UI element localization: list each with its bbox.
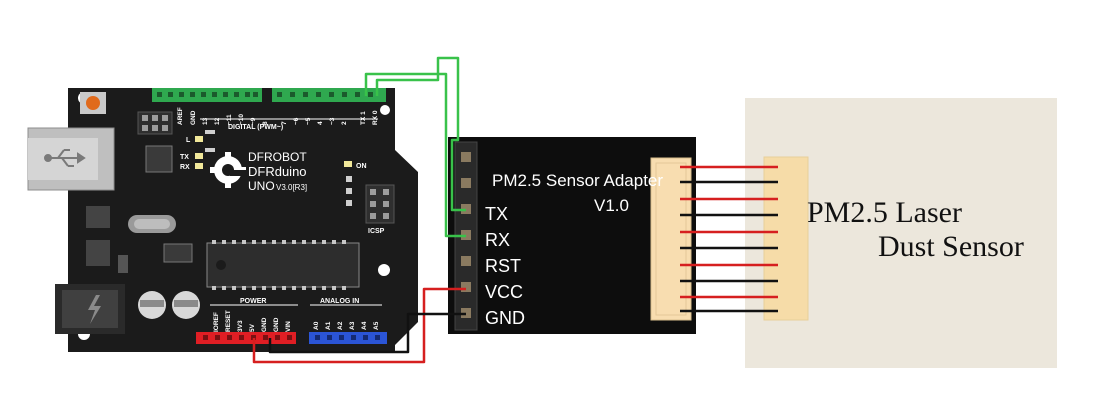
wire-tx-to-rx xyxy=(364,72,466,238)
pin-label-9: ~9 xyxy=(250,117,257,125)
microcontroller-chip xyxy=(206,240,360,290)
on-led-label: ON xyxy=(356,163,367,170)
digital-label: DIGITAL (PWM~) xyxy=(228,124,283,131)
sensor-connector xyxy=(763,156,809,321)
pin-label-a2: A2 xyxy=(337,321,344,330)
wire-gnd-to-gnd xyxy=(268,312,466,354)
pin-label-a1: A1 xyxy=(325,321,332,330)
pin-label-tx1: TX 1 xyxy=(360,111,367,125)
digital-header xyxy=(152,88,386,102)
adapter-pin-rst: RST xyxy=(485,256,521,276)
pm25-laser-dust-sensor: PM2.5 Laser Dust Sensor xyxy=(745,98,1057,368)
wire-rx-to-tx xyxy=(375,56,466,212)
adapter-pin-rx: RX xyxy=(485,230,510,250)
icsp-header-small xyxy=(137,111,173,135)
led-label-l: L xyxy=(186,137,191,144)
dfrobot-gear-icon xyxy=(210,152,246,188)
arduino-uno-board: AREF GND 13 12 ~11 ~10 ~9 8 7 ~6 ~5 4 ~3… xyxy=(27,88,418,352)
usb-chip xyxy=(145,145,173,173)
board-model: UNO xyxy=(248,179,275,193)
pin-label-a0: A0 xyxy=(313,321,320,330)
power-label: POWER xyxy=(240,298,266,305)
pin-label-5: ~5 xyxy=(305,117,312,125)
pin-label-5v: 5V xyxy=(249,323,256,332)
pin-label-a3: A3 xyxy=(349,321,356,330)
pin-label-2: 2 xyxy=(341,121,348,125)
icsp-header xyxy=(365,184,395,224)
analog-pin-labels: A0 A1 A2 A3 A4 A5 xyxy=(313,321,380,330)
pin-label-rx0: RX 0 xyxy=(372,110,379,125)
pin-label-13: 13 xyxy=(202,117,209,125)
usb-icon xyxy=(44,149,86,167)
pin-label-12: 12 xyxy=(214,117,221,125)
pm25-sensor-adapter: PM2.5 Sensor Adapter V1.0 TX RX RST VCC … xyxy=(448,137,696,334)
status-leds: L TX RX xyxy=(180,130,215,171)
pin-label-7: 7 xyxy=(281,121,288,125)
adapter-pin-tx: TX xyxy=(485,204,508,224)
pin-label-3v3: 3V3 xyxy=(237,320,244,332)
brand-dfrobot: DFROBOT xyxy=(248,150,307,164)
pin-label-8: 8 xyxy=(262,121,269,125)
sensor-cable xyxy=(680,165,778,313)
pin-label-3: ~3 xyxy=(329,117,336,125)
wire-5v-to-vcc xyxy=(252,287,466,364)
pin-label-a4: A4 xyxy=(361,321,368,330)
brand-dfrduino: DFRduino xyxy=(248,164,307,179)
power-pin-labels: IOREF RESET 3V3 5V GND GND VIN xyxy=(213,310,292,332)
adapter-connector xyxy=(650,157,692,321)
pin-label-4: 4 xyxy=(317,121,324,125)
led-label-rx: RX xyxy=(180,164,190,171)
dc-power-jack xyxy=(55,284,125,334)
pin-label-vin: VIN xyxy=(285,321,292,332)
pin-label-6: ~6 xyxy=(293,117,300,125)
sensor-label-line1: PM2.5 Laser xyxy=(807,196,962,229)
pin-label-a5: A5 xyxy=(373,321,380,330)
sensor-label-line2: Dust Sensor xyxy=(878,230,1024,263)
adapter-version: V1.0 xyxy=(594,196,629,215)
adapter-pin-gnd: GND xyxy=(485,308,525,328)
power-header xyxy=(196,332,296,344)
pin-label-gnd: GND xyxy=(190,110,197,125)
analog-label: ANALOG IN xyxy=(320,298,359,305)
analog-header xyxy=(309,332,387,344)
wires xyxy=(252,56,466,364)
pin-label-gnd-2: GND xyxy=(273,317,280,332)
pin-label-gnd-1: GND xyxy=(261,317,268,332)
icsp-label: ICSP xyxy=(368,228,385,235)
regulator-2 xyxy=(86,240,110,266)
regulator-1 xyxy=(86,206,110,228)
adapter-title: PM2.5 Sensor Adapter xyxy=(492,171,663,190)
board-version: V3.0[R3] xyxy=(276,183,307,192)
pin-label-ioref: IOREF xyxy=(213,312,220,332)
pin-label-aref: AREF xyxy=(177,107,184,125)
adapter-pin-vcc: VCC xyxy=(485,282,523,302)
led-label-tx: TX xyxy=(180,154,189,161)
pin-label-reset: RESET xyxy=(225,310,232,332)
